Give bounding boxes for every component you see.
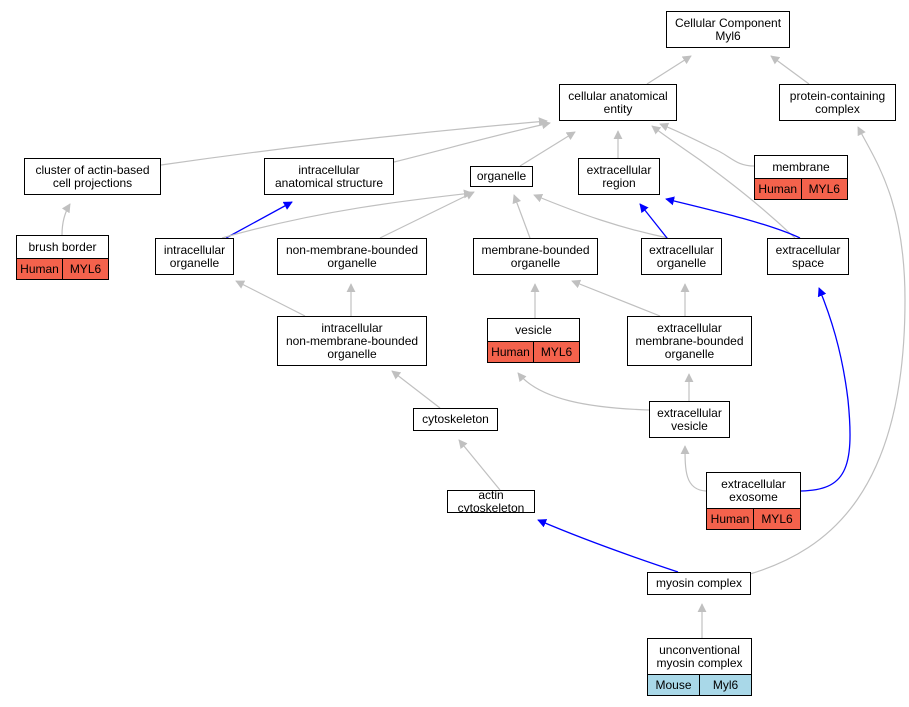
term-node-inmbo[interactable]: intracellular non-membrane-bounded organ…: [277, 316, 427, 366]
term-label: intracellular organelle: [163, 242, 226, 270]
edge-eorg-to-exr: [639, 203, 668, 239]
gene-label: Myl6: [699, 675, 751, 695]
edge-iorg-to-ias: [225, 201, 293, 239]
term-node-embo[interactable]: extracellular membrane-bounded organelle: [627, 316, 752, 366]
edge-ias-to-cae: [393, 120, 551, 163]
species-label: Human: [758, 182, 798, 196]
term-label: cellular anatomical entity: [568, 88, 668, 116]
edge-bb-to-cab: [61, 203, 71, 236]
edge-eorg-to-org: [533, 193, 669, 239]
edge-exs-to-cae: [651, 125, 796, 239]
gene-label: MYL6: [800, 179, 848, 199]
term-node-exs[interactable]: extracellular space: [767, 238, 849, 275]
species-label: Human: [491, 345, 530, 359]
edge-pcc-to-root: [770, 55, 810, 85]
term-node-ias[interactable]: intracellular anatomical structure: [264, 158, 394, 195]
term-label: extracellular exosome: [721, 476, 786, 504]
term-label: intracellular non-membrane-bounded organ…: [285, 320, 419, 361]
term-label: organelle: [476, 169, 527, 183]
term-node-cyt[interactable]: cytoskeleton: [413, 408, 498, 431]
edge-myo-to-act: [537, 519, 679, 573]
term-label: myosin complex: [655, 576, 743, 590]
term-node-cab[interactable]: cluster of actin-based cell projections: [24, 158, 161, 195]
gene-label: MYL6: [62, 259, 108, 279]
species-label: Human: [20, 262, 59, 276]
term-label: protein-containing complex: [789, 88, 886, 116]
term-node-exv[interactable]: extracellular vesicle: [649, 401, 730, 438]
edge-mbo-to-org: [512, 194, 531, 239]
gene-label: MYL6: [533, 342, 579, 362]
term-node-cae[interactable]: cellular anatomical entity: [559, 84, 677, 121]
edge-act-to-cyt: [458, 439, 501, 491]
term-label: brush border: [28, 239, 97, 254]
edge-exo-to-exv: [680, 445, 707, 492]
edge-cab-to-cae: [160, 117, 548, 166]
term-node-myo[interactable]: myosin complex: [647, 572, 751, 595]
term-label: cytoskeleton: [422, 412, 489, 426]
term-label: membrane-bounded organelle: [481, 242, 590, 270]
edge-exv-to-ves: [517, 372, 650, 411]
term-node-exr[interactable]: extracellular region: [578, 158, 660, 195]
edge-myo-to-pcc: [749, 126, 906, 575]
term-label: extracellular region: [586, 162, 652, 190]
species-label: Human: [710, 512, 750, 526]
edge-exs-to-exr: [665, 196, 801, 239]
term-label: non-membrane-bounded organelle: [285, 242, 419, 270]
term-label: cluster of actin-based cell projections: [35, 162, 150, 190]
term-node-eorg[interactable]: extracellular organelle: [641, 238, 722, 275]
term-label: Cellular Component Myl6: [674, 15, 782, 43]
term-node-root[interactable]: Cellular Component Myl6: [666, 11, 790, 48]
term-node-pcc[interactable]: protein-containing complex: [779, 84, 896, 121]
term-label: extracellular membrane-bounded organelle: [635, 320, 744, 361]
term-node-iorg[interactable]: intracellular organelle: [155, 238, 234, 275]
edge-mem-to-cae: [659, 122, 755, 167]
term-node-org[interactable]: organelle: [470, 166, 533, 187]
term-label: intracellular anatomical structure: [274, 162, 384, 190]
term-label: actin cytoskeleton: [457, 490, 525, 513]
edge-iorg-to-org: [221, 189, 473, 239]
edge-org-to-cae: [519, 131, 576, 167]
annotation-row: Mouse Myl6: [648, 674, 751, 695]
term-node-act[interactable]: actin cytoskeleton: [447, 490, 535, 513]
edge-cyt-to-inmbo: [391, 370, 441, 409]
term-label: extracellular organelle: [649, 242, 714, 270]
term-label: unconventional myosin complex: [656, 642, 743, 670]
edge-cae-to-root: [646, 55, 692, 85]
gene-label: MYL6: [753, 509, 800, 529]
species-label: Mouse: [655, 678, 692, 692]
edge-nmbo-to-org: [379, 191, 475, 239]
edge-exo-to-exs: [800, 287, 851, 492]
term-label: extracellular space: [775, 242, 841, 270]
term-label: membrane: [772, 159, 830, 174]
edge-embo-to-mbo: [571, 279, 661, 317]
term-node-nmbo[interactable]: non-membrane-bounded organelle: [277, 238, 427, 275]
term-label: extracellular vesicle: [657, 405, 722, 433]
term-label: vesicle: [515, 322, 552, 337]
edge-inmbo-to-iorg: [235, 280, 306, 317]
term-node-mbo[interactable]: membrane-bounded organelle: [473, 238, 598, 275]
